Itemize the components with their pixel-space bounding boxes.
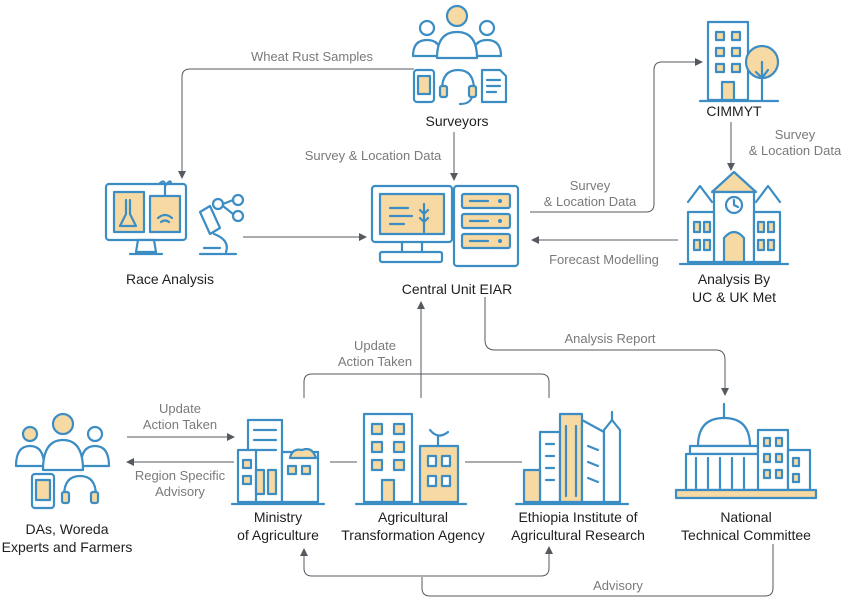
ministry-label-2: of Agriculture [237,527,319,543]
survey-location-right-label-1: Survey [570,178,611,193]
analysis-by-label-2: UC & UK Met [692,289,776,305]
region-specific-label-1: Region Specific [135,468,226,483]
das-farmers-icon [14,412,111,510]
race-analysis-icon [104,180,245,256]
das-label-2: Experts and Farmers [2,539,133,555]
survey-location-center-label: Survey & Location Data [305,148,442,163]
das-label-1: DAs, Woreda [26,521,109,537]
advisory-label: Advisory [593,578,643,593]
survey-location-right-label-2: & Location Data [544,194,637,209]
advisory-bracket [303,546,553,577]
ata-label-1: Agricultural [378,509,448,525]
central-to-cimmyt-connector [530,58,703,213]
connectors [126,58,774,597]
region-specific-label-2: Advisory [155,484,205,499]
ntc-label-1: National [720,509,771,525]
eiar-building-icon [514,410,630,506]
advisory-connector [421,544,774,597]
wheat-rust-connector [178,68,414,179]
analysis-report-connector [484,297,729,396]
eiar-label-1: Ethiopia Institute of [518,509,637,525]
ntc-capitol-icon [674,402,818,500]
update-action-center-label-1: Update [354,338,396,353]
update-action-center-label-2: Action Taken [338,354,412,369]
survey-location-cimmyt-label-1: Survey [775,127,816,142]
surveyors-label: Surveyors [425,113,488,129]
survey-location-cimmyt-label-2: & Location Data [749,143,842,158]
cimmyt-label: CIMMYT [706,103,762,119]
forecast-label: Forecast Modelling [549,252,659,267]
ata-label-2: Transformation Agency [341,527,484,543]
ntc-label-2: Technical Committee [681,527,811,543]
ministry-label-1: Ministry [254,509,302,525]
analysis-by-label-1: Analysis By [698,271,770,287]
eiar-label-2: Agricultural Research [511,527,645,543]
surveyors-icon [411,4,508,106]
ministry-building-icon [230,418,326,506]
analysis-report-label: Analysis Report [564,331,655,346]
central-unit-label: Central Unit EIAR [402,281,512,297]
analysis-building-icon [678,170,790,266]
ata-building-icon [354,412,468,506]
central-unit-icon [370,184,520,268]
update-action-left-label-2: Action Taken [143,417,217,432]
update-action-bracket [303,373,550,398]
cimmyt-building-icon [698,20,780,103]
update-action-left-label-1: Update [159,401,201,416]
wheat-rust-label: Wheat Rust Samples [251,49,374,64]
race-analysis-label: Race Analysis [126,271,214,287]
